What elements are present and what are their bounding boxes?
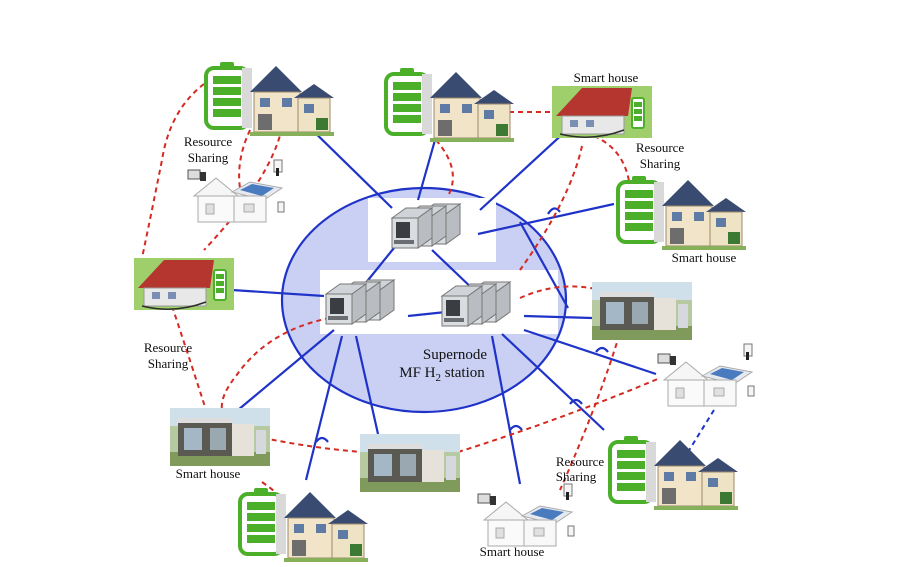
fuel-cell-group-left	[326, 280, 394, 324]
smart-house-label-right: Smart house	[672, 250, 737, 265]
fuel-cell-group-top	[392, 204, 460, 248]
dashed-links	[141, 83, 661, 499]
dashed-link-blue	[687, 409, 715, 453]
white-house-top-left	[187, 159, 285, 223]
red-roof-house-left	[133, 257, 235, 311]
resource-sharing-top-left-line1: Resource	[184, 134, 233, 149]
station-label: MF H2 station	[399, 365, 485, 384]
resource-sharing-bottom-right-line2: Sharing	[556, 469, 597, 484]
battery-house-top-left	[204, 60, 336, 138]
smart-house-label-top: Smart house	[574, 70, 639, 85]
smart-house-label-left: Smart house	[176, 466, 241, 481]
white-house-right	[657, 343, 755, 407]
resource-sharing-top-right-line1: Resource	[636, 140, 685, 155]
resource-sharing-bottom-right-line1: Resource	[556, 454, 605, 469]
white-house-bottom	[477, 483, 575, 547]
photo-house-left	[170, 408, 270, 466]
hop-bumps	[315, 207, 609, 443]
red-roof-house-top-right	[551, 85, 653, 139]
smart-house-label-bottom: Smart house	[480, 544, 545, 559]
resource-sharing-left-line1: Resource	[144, 340, 193, 355]
battery-house-bottom-right	[608, 434, 740, 512]
photo-house-right	[592, 282, 692, 340]
supernode-label: Supernode	[423, 347, 487, 363]
fuel-cell-group-right	[442, 282, 510, 326]
photo-house-bottom-center	[360, 434, 460, 492]
resource-sharing-top-right-line2: Sharing	[640, 156, 681, 171]
battery-house-right	[616, 174, 748, 252]
battery-house-top-center	[384, 66, 516, 144]
resource-sharing-left-line2: Sharing	[148, 356, 189, 371]
battery-house-bottom-left	[238, 486, 370, 564]
resource-sharing-top-left-line2: Sharing	[188, 150, 229, 165]
